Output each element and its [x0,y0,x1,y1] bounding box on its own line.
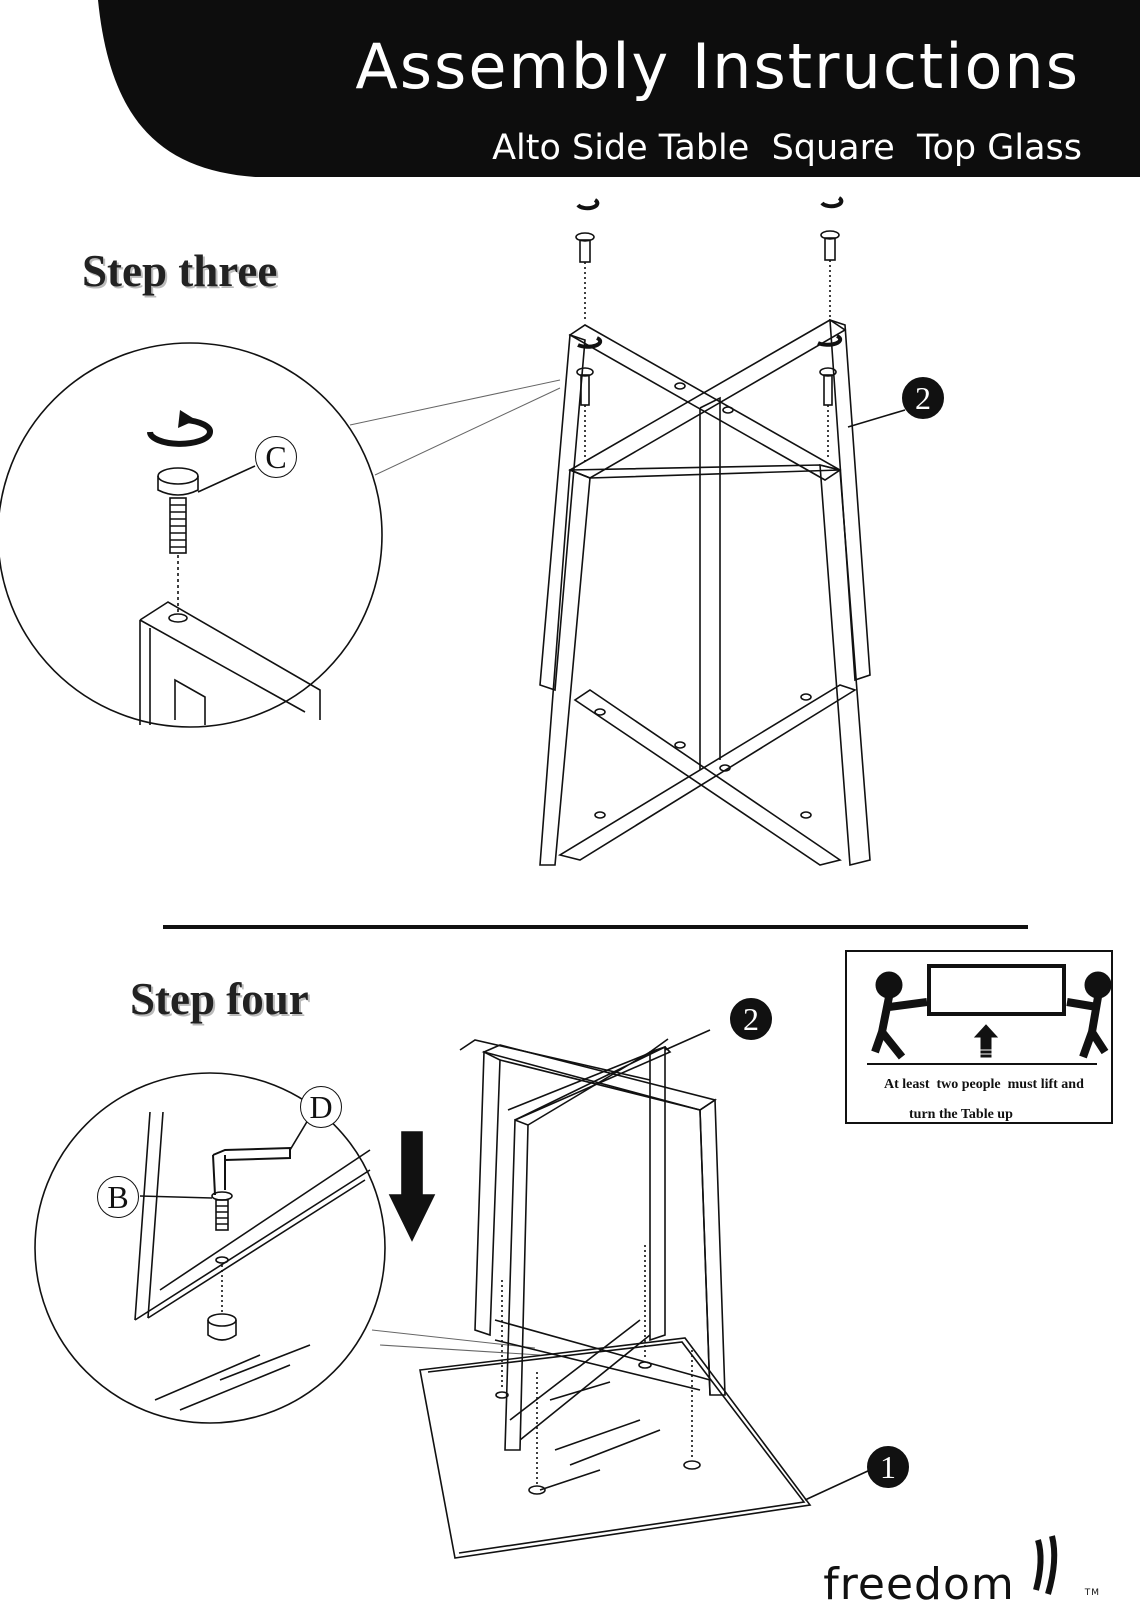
callout-2-step-three: 2 [902,377,944,419]
page-title: Assembly Instructions [355,30,1080,103]
two-people-lifting-icon [867,964,1112,1065]
callout-c: C [255,436,297,478]
step-four-heading: Step four [130,974,309,1024]
freedom-logo: freedom TM [823,1530,1100,1610]
step-three-illustration [0,196,906,867]
brand-name: freedom [823,1559,1015,1610]
screw-right-top [820,230,840,318]
section-divider [163,925,1028,929]
header-band [98,0,1140,177]
brand-mark-icon [1032,1535,1057,1595]
step-three-heading: Step three [82,246,278,296]
page-subtitle: Alto Side Table Square Top Glass [492,128,1082,168]
callout-1: 1 [867,1446,909,1488]
detail-circle-step-three [0,342,383,728]
brand-trademark: TM [1084,1588,1100,1598]
callout-2-step-four: 2 [730,998,772,1040]
two-people-warning-box: At least two people must lift and turn t… [845,950,1113,1124]
warning-line-2: turn the Table up [909,1107,1013,1122]
callout-b: B [97,1176,139,1218]
detail-circle-step-four [34,1072,386,1424]
callout-d: D [300,1086,342,1128]
warning-line-1: At least two people must lift and [884,1077,1084,1092]
screw-left-top [575,232,595,320]
